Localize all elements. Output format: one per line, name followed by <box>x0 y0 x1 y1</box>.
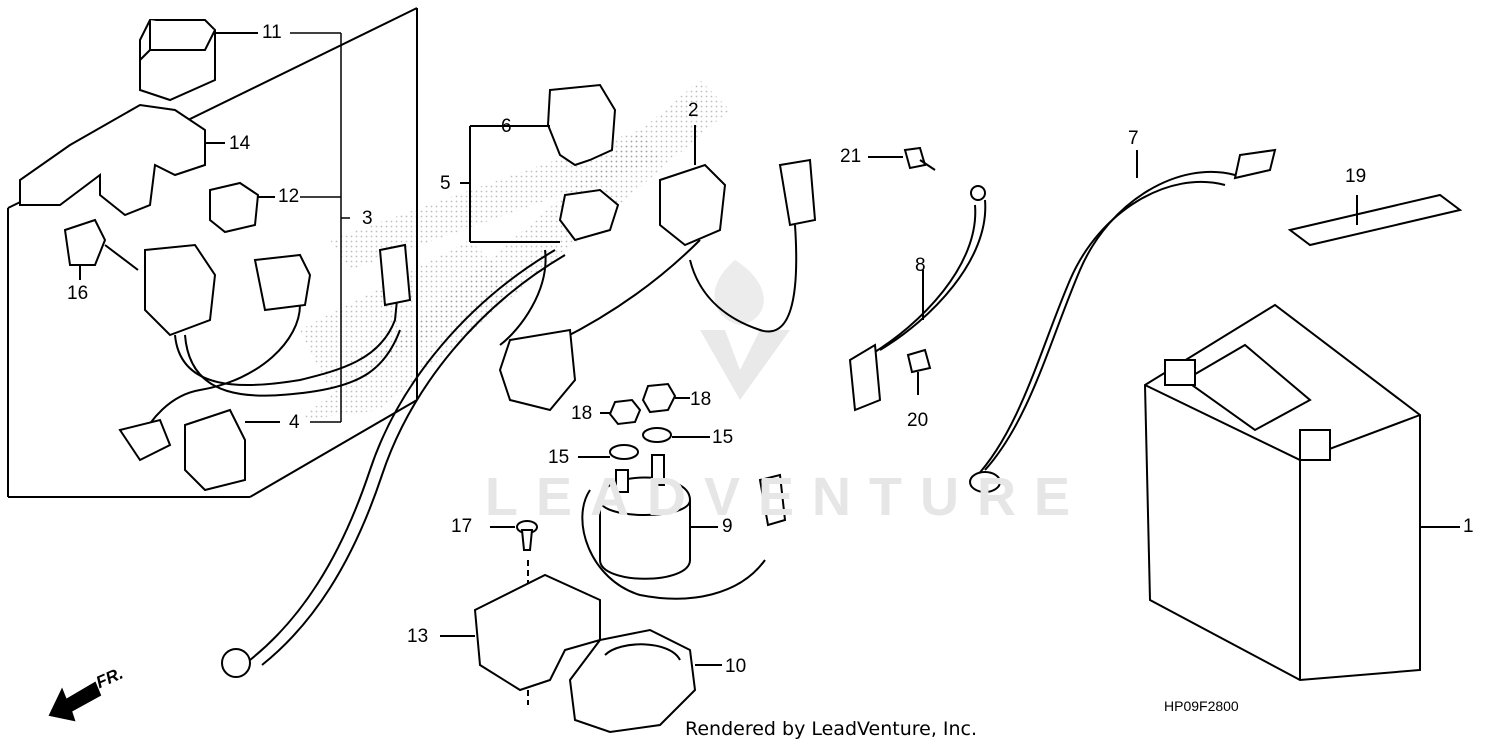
front-arrow-icon <box>48 681 102 722</box>
relay-part-11 <box>139 19 258 102</box>
strap-part-19 <box>1287 193 1463 247</box>
callout-2: 2 <box>688 100 699 121</box>
callout-8: 8 <box>915 255 926 276</box>
nuts-washers <box>578 382 710 460</box>
callout-6: 6 <box>501 116 512 137</box>
callout-3: 3 <box>362 208 373 229</box>
cable-part-7 <box>969 148 1277 493</box>
callout-21: 21 <box>840 146 862 167</box>
callout-13: 13 <box>407 626 429 647</box>
terminal-part-5-6 <box>460 83 620 346</box>
callout-7: 7 <box>1128 128 1139 149</box>
harness-part-2 <box>498 125 817 412</box>
diagram-code: HP09F2800 <box>1164 698 1239 714</box>
cable-part-8 <box>848 146 987 412</box>
clip-part-16 <box>63 218 139 280</box>
watermark-text: LEADVENTURE <box>485 467 1089 527</box>
cover-part-10 <box>568 628 722 734</box>
battery-part-1 <box>1143 303 1460 682</box>
callout-10: 10 <box>725 656 747 677</box>
callout-18-right: 18 <box>690 389 712 410</box>
callout-1: 1 <box>1463 516 1474 537</box>
holder-part-13 <box>440 573 601 692</box>
bracket-part-14 <box>19 103 225 217</box>
callout-5: 5 <box>440 173 451 194</box>
inset-harness <box>118 243 412 492</box>
callout-20: 20 <box>907 410 929 431</box>
callout-bracket-3 <box>290 32 350 423</box>
callout-12: 12 <box>278 186 300 207</box>
credit-text: Rendered by LeadVenture, Inc. <box>685 718 978 740</box>
callout-11: 11 <box>262 22 282 43</box>
main-cable <box>221 249 566 678</box>
callout-4: 4 <box>289 412 300 433</box>
fuse-part-12 <box>209 181 275 234</box>
callout-19: 19 <box>1345 166 1367 187</box>
callout-14: 14 <box>229 133 251 154</box>
callout-16: 16 <box>67 283 89 304</box>
callout-9: 9 <box>722 516 733 537</box>
watermark-logo <box>300 80 790 420</box>
callout-15-left: 15 <box>548 447 570 468</box>
callout-15-right: 15 <box>712 427 734 448</box>
callout-18-left: 18 <box>571 403 593 424</box>
starter-relay-part-9 <box>581 454 787 600</box>
callout-17: 17 <box>451 516 473 537</box>
